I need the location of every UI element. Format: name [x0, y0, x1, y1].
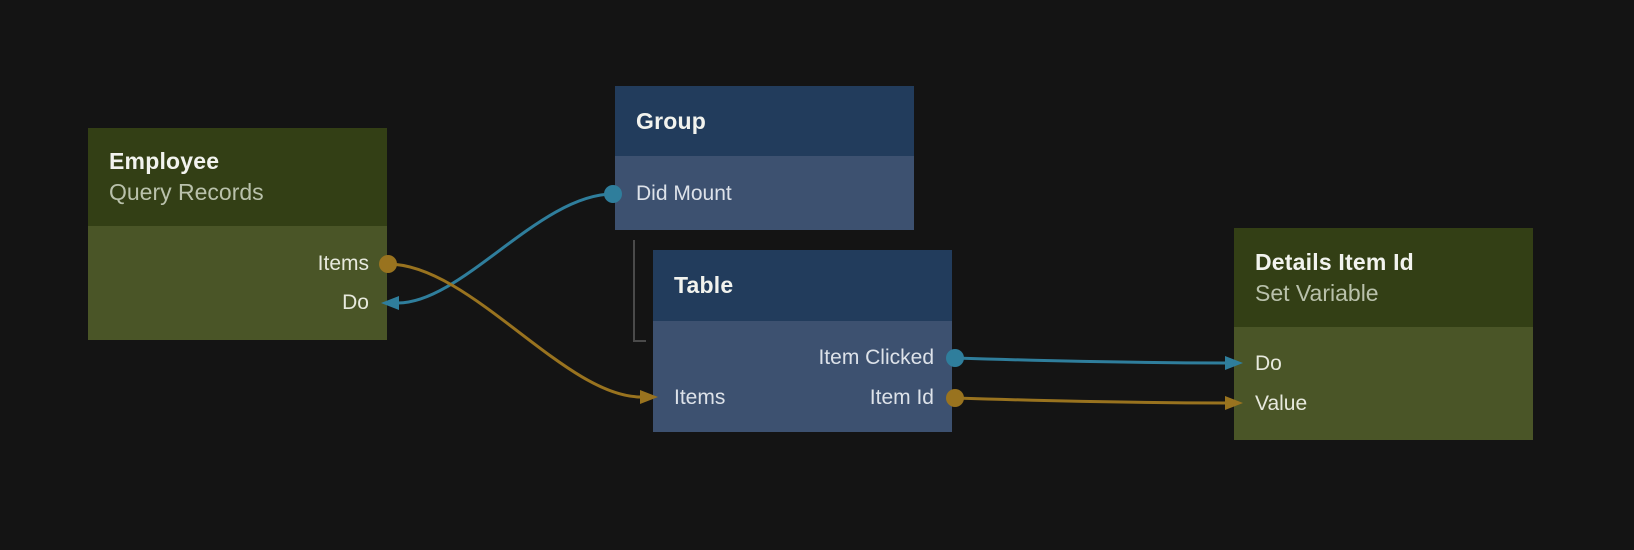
- port-label: Value: [1255, 392, 1308, 415]
- node-table-header[interactable]: Table: [653, 250, 952, 321]
- port-value-input[interactable]: Value: [1234, 384, 1533, 424]
- port-item-id-output[interactable]: Item Id: [869, 386, 934, 409]
- node-table[interactable]: Table Item Clicked Items Item Id: [653, 250, 952, 432]
- port-row-items-itemid: Items Item Id: [653, 378, 952, 418]
- port-did-mount-output[interactable]: Did Mount: [615, 174, 914, 213]
- port-item-clicked-output[interactable]: Item Clicked: [653, 338, 952, 378]
- node-group-body: Did Mount: [615, 156, 914, 230]
- hierarchy-bracket: [633, 240, 646, 342]
- node-subtitle: Query Records: [109, 179, 264, 205]
- node-employee-body: Items Do: [88, 226, 387, 340]
- node-employee-header[interactable]: Employee Query Records: [88, 128, 387, 226]
- port-label: Items: [317, 251, 369, 275]
- node-details-item-id-set-variable[interactable]: Details Item Id Set Variable Do Value: [1234, 228, 1533, 440]
- node-group-header[interactable]: Group: [615, 86, 914, 156]
- edge-items-to-items[interactable]: [387, 262, 642, 399]
- port-items-output[interactable]: Items: [88, 244, 387, 283]
- edge-item-clicked-to-do[interactable]: [954, 356, 1227, 365]
- port-label: Do: [342, 290, 369, 314]
- node-title: Group: [636, 107, 706, 134]
- node-details-body: Do Value: [1234, 327, 1533, 440]
- node-title: Table: [674, 272, 734, 298]
- node-title: Details Item Id: [1255, 248, 1414, 275]
- node-table-body: Item Clicked Items Item Id: [653, 321, 952, 432]
- port-label: Item Clicked: [818, 346, 934, 369]
- node-employee-query-records[interactable]: Employee Query Records Items Do: [88, 128, 387, 340]
- edge-did-mount-to-do[interactable]: [397, 192, 614, 305]
- node-subtitle: Set Variable: [1255, 279, 1379, 306]
- node-group[interactable]: Group Did Mount: [615, 86, 914, 230]
- port-label: Did Mount: [636, 181, 732, 205]
- node-details-header[interactable]: Details Item Id Set Variable: [1234, 228, 1533, 327]
- node-title: Employee: [109, 148, 220, 174]
- port-label: Do: [1255, 352, 1282, 375]
- port-items-input[interactable]: Items: [674, 386, 726, 409]
- port-do-input[interactable]: Do: [88, 283, 387, 322]
- edge-item-id-to-value[interactable]: [954, 396, 1227, 405]
- port-do-input[interactable]: Do: [1234, 344, 1533, 384]
